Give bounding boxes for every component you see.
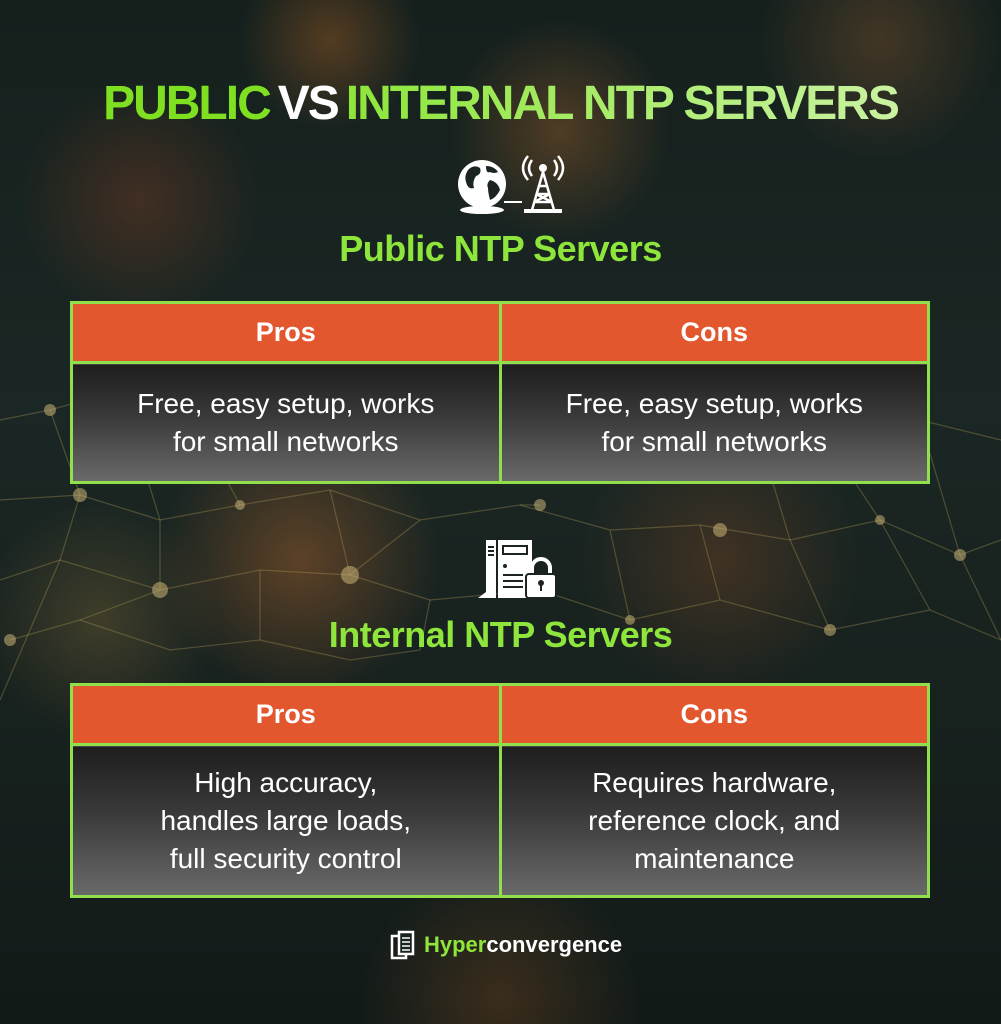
public-cons-header: Cons: [498, 301, 930, 364]
internal-pros-cons-table: Pros Cons High accuracy, handles large l…: [70, 683, 930, 898]
public-pros-text: Free, easy setup, works for small networ…: [137, 387, 435, 457]
brand-logo: Hyperconvergence: [390, 930, 622, 960]
internal-cons-cell: Requires hardware, reference clock, and …: [498, 743, 930, 898]
internal-pros-cell: High accuracy, handles large loads, full…: [70, 743, 502, 898]
public-cons-text: Free, easy setup, works for small networ…: [565, 387, 863, 457]
server-lock-icon: [474, 536, 564, 606]
internal-pros-text: High accuracy, handles large loads, full…: [160, 766, 412, 874]
public-cons-cell: Free, easy setup, works for small networ…: [498, 361, 930, 484]
section-title-public: Public NTP Servers: [339, 228, 662, 269]
title-vs: VS: [277, 77, 340, 130]
internal-pros-header: Pros: [70, 683, 502, 746]
public-pros-cons-table: Pros Cons Free, easy setup, works for sm…: [70, 301, 930, 484]
public-pros-cell: Free, easy setup, works for small networ…: [70, 361, 502, 484]
title-internal: INTERNAL NTP SERVERS: [345, 77, 900, 130]
internal-cons-text: Requires hardware, reference clock, and …: [588, 766, 841, 874]
brand-name-part2: convergence: [486, 932, 623, 957]
section-title-internal: Internal NTP Servers: [328, 614, 673, 655]
public-pros-header: Pros: [70, 301, 502, 364]
internal-cons-header: Cons: [498, 683, 930, 746]
stacked-pages-icon: [390, 930, 415, 960]
globe-tower-icon: [450, 152, 565, 222]
title-public: PUBLIC: [103, 77, 272, 130]
brand-name: Hyperconvergence: [424, 932, 622, 958]
brand-name-part1: Hyper: [424, 932, 487, 957]
